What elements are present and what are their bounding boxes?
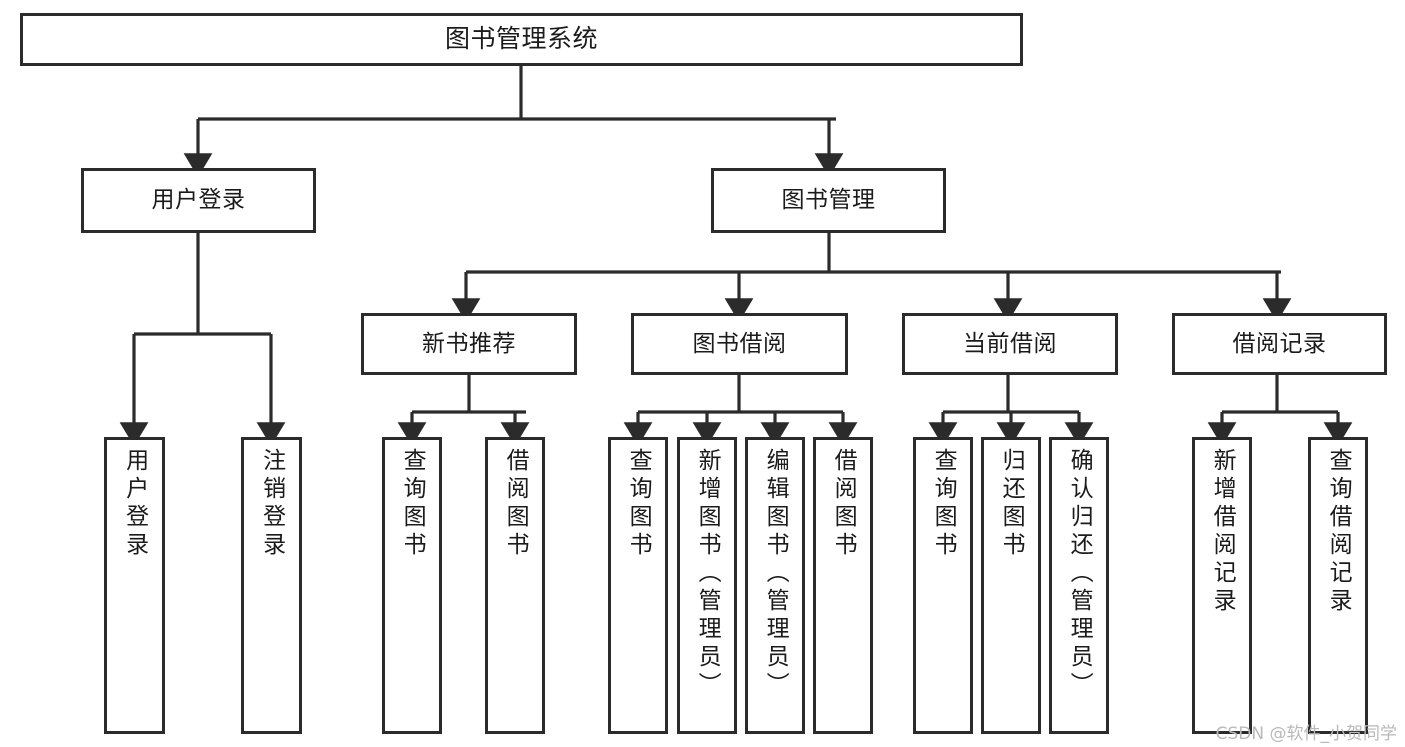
node-book-management[interactable]: 图书管理 — [711, 168, 946, 233]
node-leaf-nb-borrow-book-label: 借阅图书 — [502, 448, 529, 560]
node-leaf-logout[interactable]: 注销登录 — [241, 437, 302, 734]
node-leaf-nb-query-book-label: 查询图书 — [399, 448, 426, 560]
node-leaf-logout-label: 注销登录 — [258, 448, 285, 560]
node-leaf-cb-query-book[interactable]: 查询图书 — [913, 437, 973, 734]
node-leaf-cb-confirm-return-admin-label: 确认归还（管理员） — [1066, 448, 1093, 700]
node-book-borrow[interactable]: 图书借阅 — [631, 313, 848, 375]
csdn-watermark: CSDN @软件_小贺同学 — [1215, 724, 1397, 744]
node-book-management-label: 图书管理 — [781, 187, 876, 214]
node-root-label: 图书管理系统 — [444, 24, 598, 54]
node-leaf-br-add-record[interactable]: 新增借阅记录 — [1192, 437, 1252, 734]
node-borrow-record-label: 借阅记录 — [1232, 330, 1327, 357]
node-user-login-label: 用户登录 — [151, 187, 246, 214]
node-new-book-recommend-label: 新书推荐 — [422, 330, 516, 357]
node-leaf-bb-add-book-admin-label: 新增图书（管理员） — [694, 448, 721, 700]
node-leaf-nb-query-book[interactable]: 查询图书 — [382, 437, 442, 734]
node-leaf-br-add-record-label: 新增借阅记录 — [1209, 448, 1236, 616]
node-leaf-cb-return-book-label: 归还图书 — [998, 448, 1025, 560]
node-book-borrow-label: 图书借阅 — [692, 330, 787, 357]
node-leaf-bb-add-book-admin[interactable]: 新增图书（管理员） — [677, 437, 737, 734]
node-leaf-br-query-record[interactable]: 查询借阅记录 — [1308, 437, 1368, 734]
node-current-borrow[interactable]: 当前借阅 — [902, 313, 1118, 375]
node-leaf-bb-query-book[interactable]: 查询图书 — [608, 437, 668, 734]
node-leaf-nb-borrow-book[interactable]: 借阅图书 — [485, 437, 545, 734]
node-leaf-bb-borrow-book-label: 借阅图书 — [830, 448, 857, 560]
node-leaf-cb-query-book-label: 查询图书 — [930, 448, 957, 560]
node-leaf-bb-borrow-book[interactable]: 借阅图书 — [813, 437, 873, 734]
node-leaf-bb-edit-book-admin-label: 编辑图书（管理员） — [762, 448, 789, 700]
node-leaf-bb-edit-book-admin[interactable]: 编辑图书（管理员） — [745, 437, 805, 734]
node-root-book-management-system[interactable]: 图书管理系统 — [20, 13, 1023, 66]
node-leaf-user-login[interactable]: 用户登录 — [104, 437, 165, 734]
node-leaf-bb-query-book-label: 查询图书 — [625, 448, 652, 560]
node-leaf-user-login-label: 用户登录 — [121, 448, 148, 560]
node-user-login[interactable]: 用户登录 — [81, 168, 316, 233]
node-borrow-record[interactable]: 借阅记录 — [1172, 313, 1387, 375]
node-leaf-cb-return-book[interactable]: 归还图书 — [981, 437, 1041, 734]
node-new-book-recommend[interactable]: 新书推荐 — [361, 313, 577, 375]
node-leaf-br-query-record-label: 查询借阅记录 — [1325, 448, 1352, 616]
node-leaf-cb-confirm-return-admin[interactable]: 确认归还（管理员） — [1049, 437, 1109, 734]
node-current-borrow-label: 当前借阅 — [963, 330, 1057, 357]
